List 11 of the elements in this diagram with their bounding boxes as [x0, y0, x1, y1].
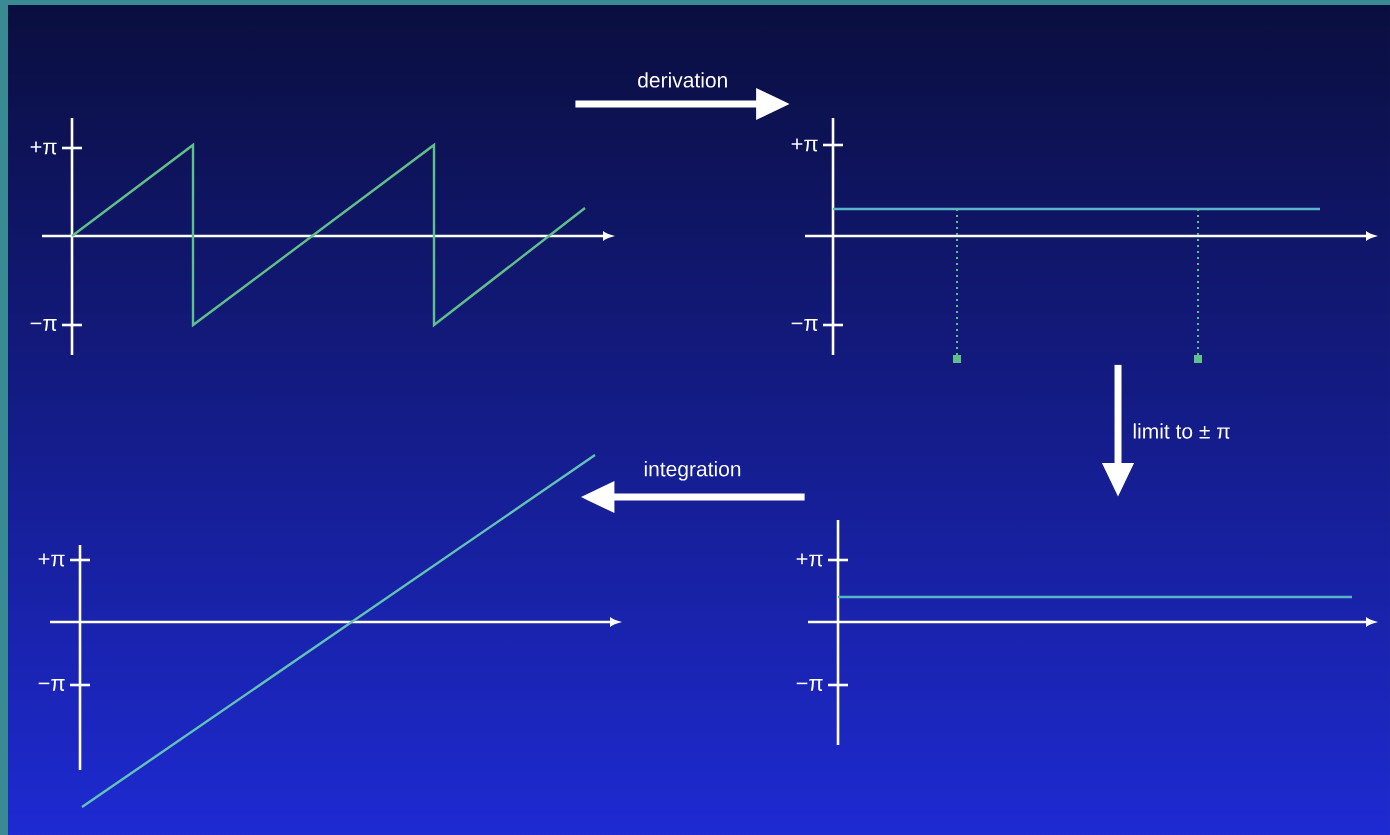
- tick-label: −π: [38, 679, 65, 691]
- tick-label: −π: [796, 679, 823, 691]
- tick-label: −π: [30, 319, 57, 331]
- edge-label: derivation: [638, 72, 727, 88]
- tick-label: +π: [38, 553, 65, 567]
- tick-label: −π: [791, 319, 818, 331]
- tick-label: +π: [796, 553, 823, 567]
- tick-label: +π: [791, 138, 818, 152]
- tick-label: +π: [30, 141, 57, 155]
- edge-label: limit to ± π: [1133, 423, 1230, 439]
- edge-label: integration: [644, 461, 741, 481]
